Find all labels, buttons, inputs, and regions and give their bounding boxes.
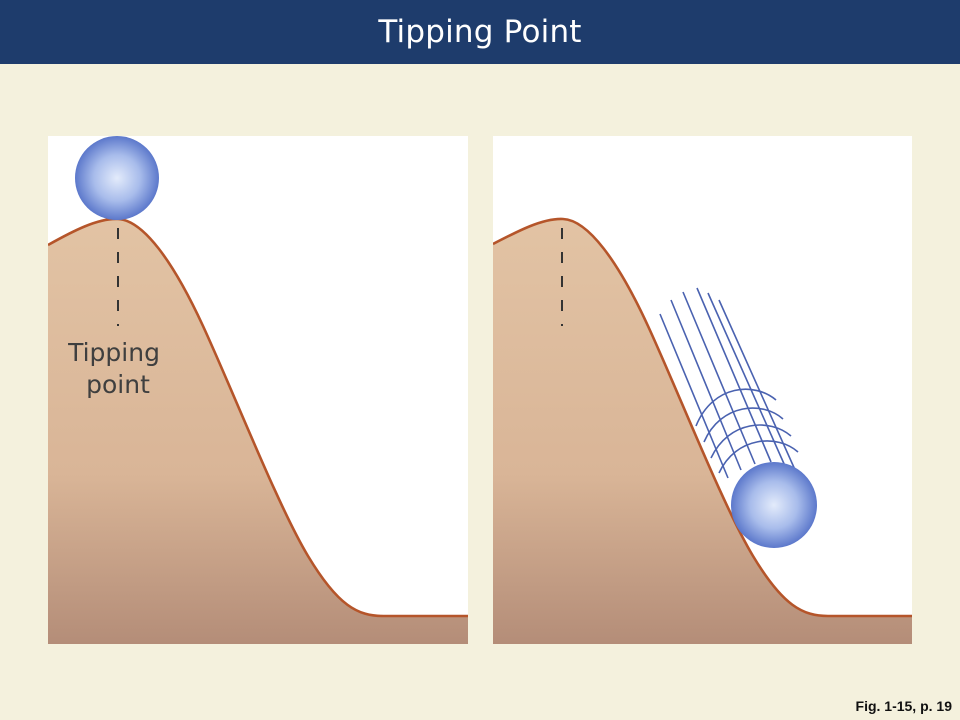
tipping-point-label-line2: point [86,370,150,399]
tipping-point-label: Tipping point [67,338,168,399]
tipping-point-label-line1: Tipping [67,338,160,367]
motion-lines [659,287,799,479]
motion-streak [659,313,729,479]
motion-arc [718,440,799,474]
motion-arc [695,388,777,427]
motion-arc [703,407,784,443]
diagram-balanced: Tipping point [48,136,468,644]
motion-arc [710,424,792,459]
hill-shape [493,218,912,644]
panel-balanced: Tipping point [48,136,468,644]
hill-outline [493,217,912,618]
ball [75,136,159,220]
motion-streak [696,287,772,463]
panel-tipped [493,136,912,644]
motion-streak [707,292,786,467]
title-bar: Tipping Point [0,0,960,64]
diagram-tipped [493,217,912,644]
motion-streak [682,291,756,465]
ball [731,462,817,548]
figure-caption: Fig. 1-15, p. 19 [855,698,952,714]
hill-shape [48,218,468,644]
motion-streak [670,299,742,471]
page-title: Tipping Point [378,14,582,50]
